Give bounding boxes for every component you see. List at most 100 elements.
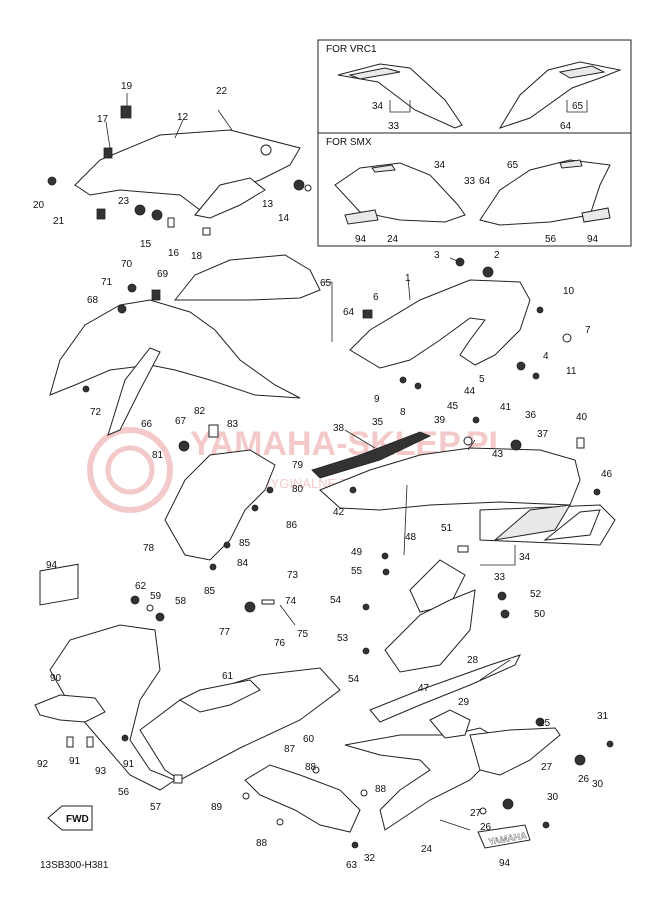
- callout-52: 52: [530, 589, 542, 600]
- part-78-inner: [164, 449, 276, 561]
- callout-64: 64: [343, 307, 355, 318]
- fwd-label: FWD: [66, 814, 89, 825]
- callout-7: 7: [585, 325, 591, 336]
- callout-88b: 88: [375, 784, 387, 795]
- part-47-duct: [384, 559, 476, 673]
- callout-84: 84: [237, 558, 249, 569]
- callout-35: 35: [372, 417, 384, 428]
- callout-14: 14: [278, 213, 290, 224]
- callout-80: 80: [292, 484, 304, 495]
- callout-79: 79: [292, 460, 304, 471]
- callout-11: 11: [566, 366, 577, 377]
- callout-16: 16: [168, 248, 180, 259]
- callout-36: 36: [525, 410, 537, 421]
- callout-15: 15: [140, 239, 152, 250]
- inset-smx: FOR SMX: [317, 132, 632, 247]
- callout-51: 51: [441, 523, 453, 534]
- callout-9: 9: [374, 394, 380, 405]
- callout-77: 77: [219, 627, 231, 638]
- part-90-bracket: [34, 694, 106, 723]
- callout-86: 86: [286, 520, 298, 531]
- leader-lines: [105, 93, 516, 831]
- callout-94-inset-right: 94: [587, 234, 599, 245]
- callout-74: 74: [285, 596, 297, 607]
- inset-smx-title: FOR SMX: [326, 137, 372, 148]
- callout-47: 47: [418, 683, 430, 694]
- callout-27b: 27: [470, 808, 482, 819]
- callout-62: 62: [135, 581, 147, 592]
- callout-94-inset-left: 94: [355, 234, 367, 245]
- callout-57: 57: [150, 802, 162, 813]
- callout-30: 30: [592, 779, 604, 790]
- callout-37: 37: [537, 429, 549, 440]
- callout-55: 55: [351, 566, 363, 577]
- callout-19: 19: [121, 81, 133, 92]
- callout-56-inset: 56: [545, 234, 557, 245]
- callout-76: 76: [274, 638, 286, 649]
- callout-64-vrc1: 64: [560, 121, 572, 132]
- callout-31: 31: [597, 711, 609, 722]
- callout-71: 71: [101, 277, 113, 288]
- callout-25: 25: [539, 718, 551, 729]
- callout-39: 39: [434, 415, 446, 426]
- callout-40: 40: [576, 412, 588, 423]
- callout-54: 54: [330, 595, 342, 606]
- callout-34-smx: 34: [434, 160, 446, 171]
- hardware: [47, 176, 614, 849]
- callout-78: 78: [143, 543, 155, 554]
- callout-85: 85: [239, 538, 251, 549]
- callout-53: 53: [337, 633, 349, 644]
- callout-68: 68: [87, 295, 99, 306]
- callout-88c: 88: [256, 838, 268, 849]
- callout-61: 61: [222, 671, 234, 682]
- callout-42: 42: [333, 507, 345, 518]
- part-87-bracket: [244, 764, 361, 833]
- callout-13: 13: [262, 199, 274, 210]
- callout-63: 63: [346, 860, 358, 871]
- callout-65-vrc1: 65: [572, 101, 584, 112]
- callout-87: 87: [284, 744, 296, 755]
- callout-26: 26: [578, 774, 590, 785]
- callout-66: 66: [141, 419, 153, 430]
- callout-93: 93: [95, 766, 107, 777]
- callout-88: 88: [305, 762, 317, 773]
- callout-56: 56: [118, 787, 130, 798]
- callout-43: 43: [492, 449, 504, 460]
- callout-33-smx: 33: [464, 176, 476, 187]
- callout-29: 29: [458, 697, 470, 708]
- callout-17: 17: [97, 114, 109, 125]
- callout-91b: 91: [123, 759, 135, 770]
- callout-4: 4: [543, 351, 549, 362]
- callout-23: 23: [118, 196, 130, 207]
- callout-91: 91: [69, 756, 81, 767]
- callout-32: 32: [364, 853, 376, 864]
- callout-2: 2: [494, 250, 500, 261]
- callout-27: 27: [541, 762, 553, 773]
- callout-59: 59: [150, 591, 162, 602]
- callout-69: 69: [157, 269, 169, 280]
- callout-90: 90: [50, 673, 62, 684]
- callout-94: 94: [46, 560, 58, 571]
- callout-44: 44: [464, 386, 476, 397]
- callout-65-smx: 65: [507, 160, 519, 171]
- callout-48: 48: [405, 532, 417, 543]
- callout-21: 21: [53, 216, 65, 227]
- callout-94b: 94: [499, 858, 511, 869]
- callout-3: 3: [434, 250, 440, 261]
- part-1-side-cover: [349, 279, 531, 369]
- callout-65: 65: [320, 278, 332, 289]
- part-12-cover: [74, 105, 301, 220]
- callout-24: 24: [421, 844, 433, 855]
- inset-vrc1: FOR VRC1: [317, 39, 632, 134]
- callout-45: 45: [447, 401, 459, 412]
- callout-83: 83: [227, 419, 239, 430]
- callout-92: 92: [37, 759, 49, 770]
- callout-18: 18: [191, 251, 203, 262]
- callout-82: 82: [194, 406, 206, 417]
- callout-46: 46: [601, 469, 613, 480]
- fwd-arrow-icon: FWD: [47, 805, 93, 831]
- callout-34: 34: [519, 552, 531, 563]
- callout-70: 70: [121, 259, 133, 270]
- callout-72: 72: [90, 407, 102, 418]
